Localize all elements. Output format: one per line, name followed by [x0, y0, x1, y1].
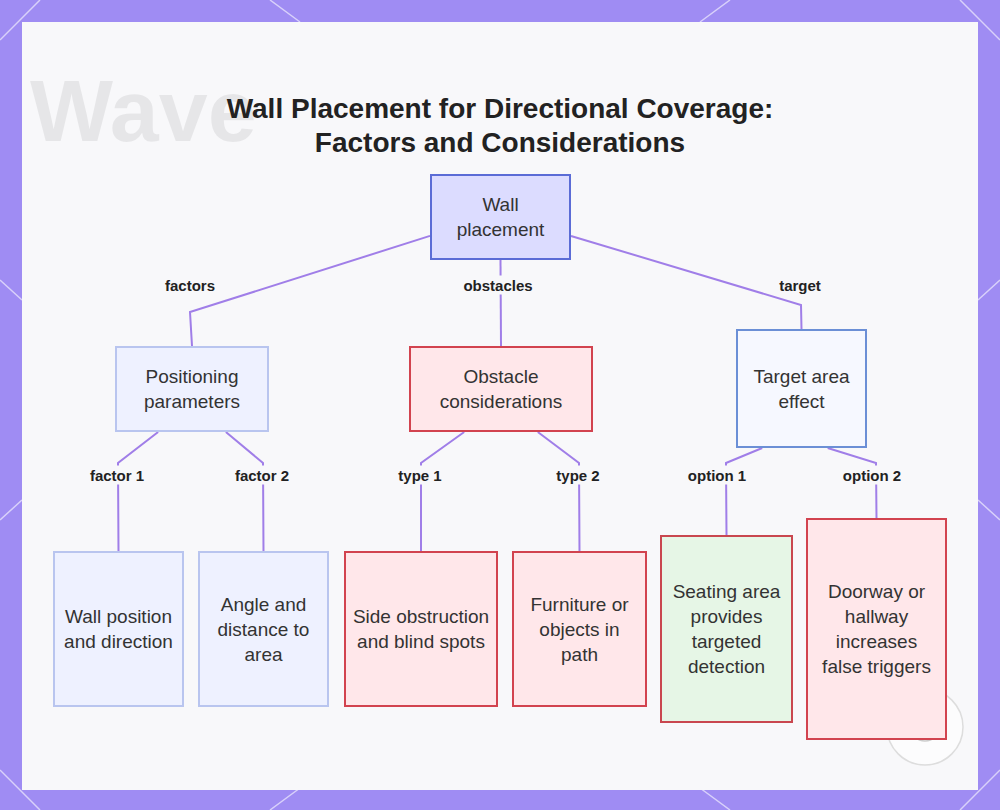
edge-label: obstacles [461, 276, 534, 295]
connector-line [190, 236, 430, 346]
edge-label: target [777, 276, 823, 295]
leaf-box: Furniture or objects in path [512, 551, 647, 707]
node-text: Furniture or objects in path [520, 592, 639, 667]
node-text: Side obstruction and blind spots [352, 604, 490, 654]
leaf-box: Angle and distance to area [198, 551, 329, 707]
root-box: Wall placement [430, 174, 571, 260]
leaf-box: Wall position and direction [53, 551, 184, 707]
node-text: Obstacle considerations [417, 364, 585, 414]
connector-line [226, 432, 264, 551]
node-text: Wall position and direction [61, 604, 176, 654]
connector-line [726, 448, 762, 535]
connector-line [421, 432, 464, 551]
node-text: Angle and distance to area [206, 592, 321, 667]
category-box: Positioning parameters [115, 346, 269, 432]
edge-label: factor 2 [233, 466, 291, 485]
connector-line [538, 432, 580, 551]
edge-label: type 1 [396, 466, 443, 485]
category-box: Obstacle considerations [409, 346, 593, 432]
edge-label: factor 1 [88, 466, 146, 485]
connector-line [118, 432, 158, 551]
watermark-text: Wave [30, 60, 257, 162]
edge-label: factors [163, 276, 217, 295]
diagram-title: Wall Placement for Directional Coverage:… [210, 92, 790, 160]
category-box: Target area effect [736, 329, 867, 448]
leaf-box: Doorway or hallway increases false trigg… [806, 518, 947, 740]
node-text: Seating area provides targeted detection [668, 579, 785, 679]
connector-line [500, 260, 503, 346]
connector-line [571, 236, 802, 329]
leaf-box: Side obstruction and blind spots [344, 551, 498, 707]
node-text: Positioning parameters [123, 364, 261, 414]
leaf-box: Seating area provides targeted detection [660, 535, 793, 723]
edge-label: option 2 [841, 466, 903, 485]
node-text: Wall placement [438, 192, 563, 242]
node-text: Target area effect [744, 364, 859, 414]
edge-label: type 2 [554, 466, 601, 485]
edge-label: option 1 [686, 466, 748, 485]
node-text: Doorway or hallway increases false trigg… [814, 579, 939, 679]
